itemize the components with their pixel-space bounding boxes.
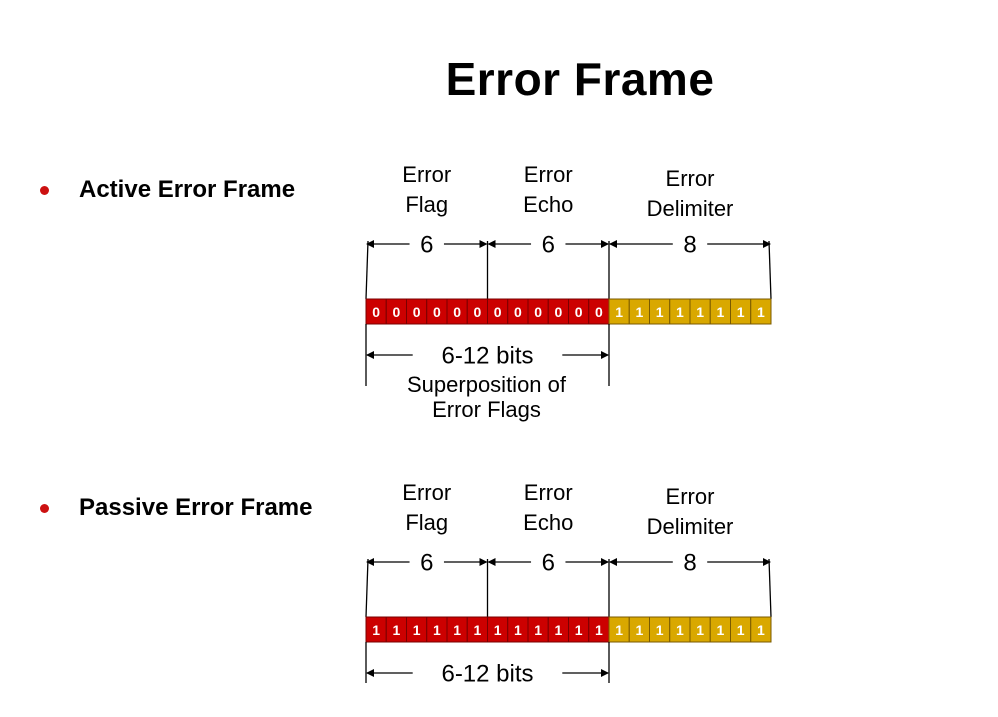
bit-value: 1 — [635, 304, 643, 320]
bit-value: 0 — [413, 304, 421, 320]
boundary-tick — [768, 240, 772, 300]
superposition-note: Superposition of — [407, 372, 567, 397]
bit-value: 1 — [595, 622, 603, 638]
bit-value: 1 — [575, 622, 583, 638]
superposition-note: Error Flags — [432, 397, 541, 422]
dimension-label: 6 — [420, 231, 433, 258]
bit-value: 1 — [737, 622, 745, 638]
bit-value: 1 — [534, 622, 542, 638]
bit-value: 1 — [615, 622, 623, 638]
bit-value: 1 — [473, 622, 481, 638]
bit-value: 1 — [716, 622, 724, 638]
bit-value: 1 — [656, 304, 664, 320]
bit-value: 1 — [494, 622, 502, 638]
bullet-label: Passive Error Frame — [79, 494, 313, 521]
bit-value: 1 — [696, 304, 704, 320]
field-label: Delimiter — [647, 196, 734, 221]
dimension-label: 6-12 bits — [441, 342, 533, 369]
bit-value: 0 — [514, 304, 522, 320]
bit-value: 0 — [554, 304, 562, 320]
bit-value: 1 — [676, 304, 684, 320]
bit-value: 1 — [554, 622, 562, 638]
field-label: Flag — [405, 192, 448, 217]
dimension-label: 8 — [683, 231, 696, 258]
field-label: Echo — [523, 192, 573, 217]
bit-value: 1 — [737, 304, 745, 320]
bullet-dot-icon — [40, 185, 49, 195]
dimension-label: 8 — [683, 549, 696, 576]
bullet-passive-error-frame: Passive Error Frame — [40, 488, 312, 528]
dimension-label: 6 — [542, 549, 555, 576]
boundary-tick — [365, 240, 369, 300]
dimension-label: 6 — [542, 231, 555, 258]
bit-value: 1 — [676, 622, 684, 638]
bit-value: 1 — [757, 622, 765, 638]
bit-value: 0 — [494, 304, 502, 320]
boundary-tick — [365, 558, 369, 618]
bit-value: 1 — [696, 622, 704, 638]
bullet-active-error-frame: Active Error Frame — [40, 170, 295, 210]
bit-value: 0 — [473, 304, 481, 320]
bit-value: 1 — [757, 304, 765, 320]
bit-value: 0 — [534, 304, 542, 320]
bit-value: 1 — [615, 304, 623, 320]
field-label: Delimiter — [647, 514, 734, 539]
bit-value: 1 — [392, 622, 400, 638]
bit-value: 1 — [635, 622, 643, 638]
bit-value: 1 — [413, 622, 421, 638]
bullet-label: Active Error Frame — [79, 176, 296, 203]
field-label: Error — [666, 166, 715, 191]
slide-title: Error Frame — [445, 53, 715, 105]
field-label: Error — [402, 162, 451, 187]
bit-value: 0 — [372, 304, 380, 320]
dimension-label: 6-12 bits — [441, 660, 533, 687]
bullet-dot-icon — [40, 503, 49, 513]
field-label: Echo — [523, 510, 573, 535]
bit-value: 0 — [433, 304, 441, 320]
bit-value: 1 — [453, 622, 461, 638]
delimiter-bit-cell — [750, 298, 772, 325]
bit-value: 1 — [433, 622, 441, 638]
bit-value: 1 — [372, 622, 380, 638]
field-label: Error — [524, 480, 573, 505]
bit-value: 0 — [575, 304, 583, 320]
field-label: Flag — [405, 510, 448, 535]
bit-value: 1 — [716, 304, 724, 320]
bit-value: 0 — [392, 304, 400, 320]
field-label: Error — [524, 162, 573, 187]
bit-value: 1 — [656, 622, 664, 638]
bit-value: 1 — [514, 622, 522, 638]
delimiter-bit-cell — [750, 616, 772, 643]
field-label: Error — [666, 484, 715, 509]
boundary-tick — [768, 558, 772, 618]
bit-value: 0 — [595, 304, 603, 320]
bit-value: 0 — [453, 304, 461, 320]
dimension-label: 6 — [420, 549, 433, 576]
field-label: Error — [402, 480, 451, 505]
